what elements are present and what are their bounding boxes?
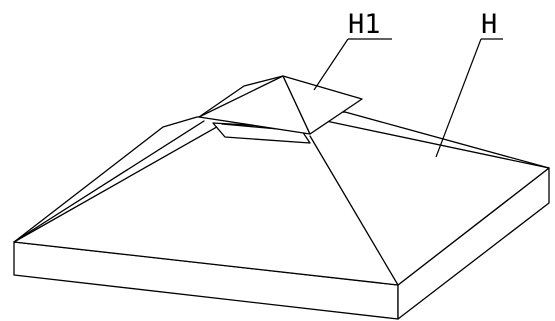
vent-cap	[198, 75, 363, 144]
callout-label-h: H	[481, 9, 497, 40]
ridge-left-inner	[19, 120, 205, 239]
callout-h1: H1	[313, 9, 392, 91]
roof-ridges	[13, 120, 550, 286]
ridge-right	[325, 120, 550, 169]
callout-h: H	[435, 9, 503, 158]
ridge-left	[13, 123, 223, 243]
ridge-front	[309, 135, 399, 286]
leader-line-h	[435, 38, 482, 158]
cap-back-edge	[198, 75, 284, 118]
callout-label-h1: H1	[348, 9, 381, 40]
cap-right-face	[282, 75, 363, 135]
leader-line-h1	[313, 38, 349, 91]
